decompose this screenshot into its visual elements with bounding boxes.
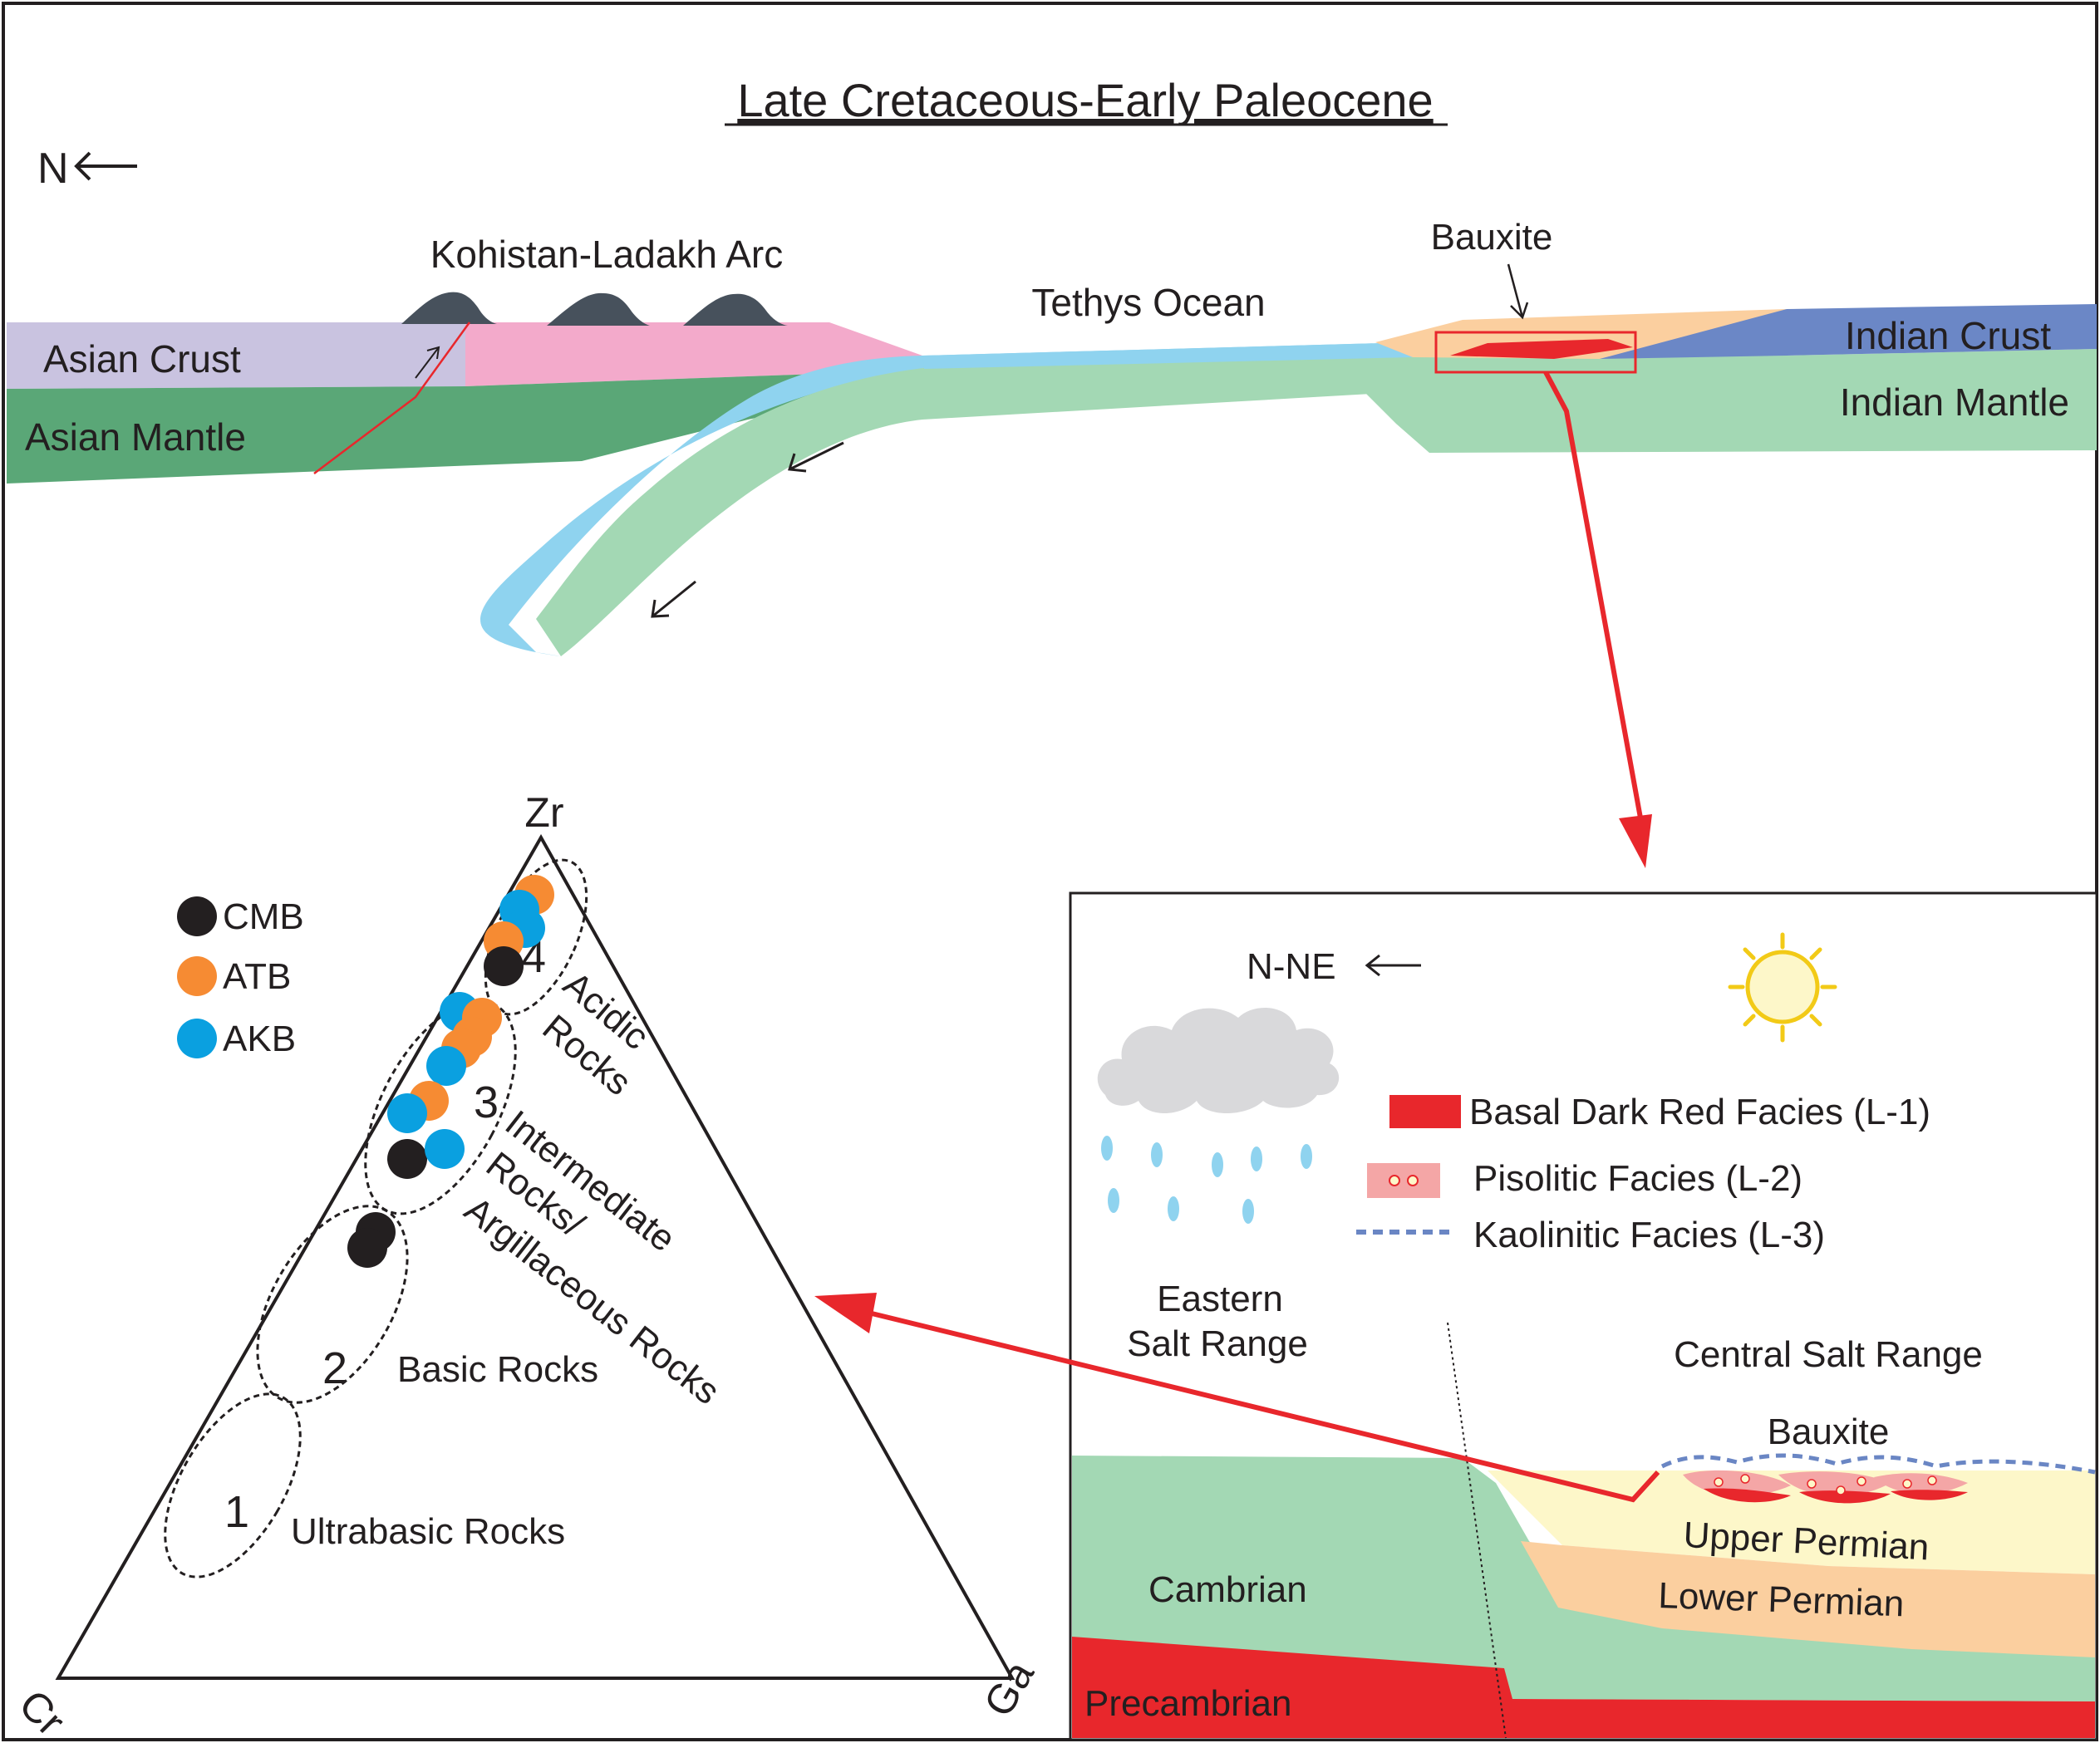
volcano-icon-2 bbox=[547, 292, 650, 326]
label-arc: Kohistan-Ladakh Arc bbox=[430, 233, 784, 276]
bauxite-pointer-icon bbox=[1507, 263, 1529, 320]
kaolinitic-surface bbox=[1660, 1453, 2096, 1475]
label-cambrian: Cambrian bbox=[1148, 1569, 1307, 1610]
ternary-points bbox=[347, 875, 554, 1268]
legend-label-akb: AKB bbox=[223, 1019, 296, 1059]
point-akb bbox=[425, 1129, 465, 1169]
north-arrow-icon bbox=[74, 151, 137, 181]
point-cmb bbox=[484, 946, 524, 986]
field-1-label: Ultrabasic Rocks bbox=[291, 1511, 565, 1552]
label-eastern-line2: Salt Range bbox=[1127, 1323, 1308, 1364]
fault-line bbox=[313, 322, 471, 474]
field-1-outline bbox=[164, 1392, 302, 1579]
label-indian-mantle: Indian Mantle bbox=[1840, 381, 2069, 424]
indian-crust-layer bbox=[1600, 304, 2097, 359]
lower-permian-layer bbox=[1521, 1541, 2095, 1657]
apex-zr: Zr bbox=[524, 789, 563, 836]
point-akb bbox=[387, 1093, 427, 1133]
inset-panel: N-NE bbox=[1069, 891, 2098, 1741]
cloud-icon bbox=[1097, 1008, 1340, 1113]
legend-label-cmb: CMB bbox=[223, 896, 304, 937]
legend-label-kaolinitic: Kaolinitic Facies (L-3) bbox=[1473, 1215, 1825, 1255]
point-akb bbox=[426, 1046, 466, 1086]
volcano-icon-1 bbox=[401, 292, 497, 324]
field-2-number: 2 bbox=[322, 1343, 347, 1393]
legend-label-basal-red: Basal Dark Red Facies (L-1) bbox=[1469, 1092, 1930, 1132]
field-4-outline bbox=[484, 858, 588, 1016]
range-divider-line bbox=[1447, 1322, 1507, 1739]
point-cmb bbox=[347, 1228, 387, 1268]
legend-swatch-pisolitic bbox=[1367, 1163, 1440, 1198]
inset-legend: Basal Dark Red Facies (L-1) Pisolitic Fa… bbox=[1356, 1092, 1930, 1255]
pisolite-dot-icon bbox=[1407, 1175, 1419, 1186]
ternary-triangle bbox=[55, 833, 1016, 1680]
sun-icon bbox=[1728, 932, 1837, 1043]
label-indian-crust: Indian Crust bbox=[1845, 314, 2051, 357]
inset-direction-arrow-icon bbox=[1365, 954, 1421, 977]
rain-icon bbox=[1101, 1136, 1312, 1224]
ternary-diagram: Zr Cr Ga 1 Ultrabasic Rocks 2 Basic Rock… bbox=[10, 789, 1043, 1743]
legend-swatch-cmb bbox=[177, 896, 217, 936]
bauxite-lens bbox=[1450, 339, 1633, 359]
arc-crust-layer bbox=[465, 322, 922, 386]
precambrian-layer bbox=[1072, 1637, 2095, 1738]
legend-swatch-atb bbox=[177, 956, 217, 996]
link-arrow-to-ternary bbox=[814, 1293, 1660, 1503]
label-eastern-line1: Eastern bbox=[1157, 1279, 1283, 1319]
bauxite-highlight-box bbox=[1434, 331, 1637, 374]
label-asian-crust: Asian Crust bbox=[43, 337, 241, 381]
ternary-legend: CMB ATB AKB bbox=[177, 896, 304, 1059]
legend-label-atb: ATB bbox=[223, 956, 291, 997]
tethys-ocean-crust bbox=[922, 342, 1413, 369]
label-asian-mantle: Asian Mantle bbox=[25, 415, 246, 459]
label-bauxite-top: Bauxite bbox=[1431, 217, 1553, 258]
volcano-icon-3 bbox=[683, 293, 788, 326]
label-bauxite-inset: Bauxite bbox=[1768, 1412, 1890, 1452]
field-3-number: 3 bbox=[474, 1078, 499, 1127]
label-tethys-ocean: Tethys Ocean bbox=[1031, 281, 1265, 324]
asian-crust-layer bbox=[7, 322, 465, 389]
inset-direction-label: N-NE bbox=[1247, 946, 1336, 987]
legend-swatch-akb bbox=[177, 1019, 217, 1058]
fault-motion-arrow-icon bbox=[415, 346, 440, 379]
subduction-arrow-icon-1 bbox=[788, 441, 844, 473]
pisolite-dot-icon bbox=[1389, 1175, 1400, 1186]
zoom-arrow-down bbox=[1543, 371, 1652, 868]
asian-mantle-layer bbox=[7, 356, 922, 484]
subduction-arrow-icon-2 bbox=[651, 580, 696, 618]
field-1-number: 1 bbox=[224, 1487, 249, 1537]
label-lower-permian: Lower Permian bbox=[1658, 1575, 1905, 1624]
point-cmb bbox=[387, 1139, 427, 1179]
legend-label-pisolitic: Pisolitic Facies (L-2) bbox=[1473, 1158, 1802, 1199]
legend-swatch-basal-red bbox=[1389, 1095, 1461, 1128]
figure-title: Late Cretaceous-Early Paleocene bbox=[737, 74, 1433, 126]
subducting-oceanic-mantle bbox=[536, 356, 1429, 656]
north-label: N bbox=[37, 145, 69, 193]
label-precambrian: Precambrian bbox=[1084, 1683, 1291, 1724]
bauxite-pod-2 bbox=[1778, 1471, 1891, 1504]
field-2-label: Basic Rocks bbox=[397, 1349, 598, 1390]
label-central-salt-range: Central Salt Range bbox=[1674, 1334, 1983, 1375]
bauxite-pod-3 bbox=[1874, 1473, 1968, 1500]
bauxite-pod-1 bbox=[1683, 1470, 1791, 1503]
